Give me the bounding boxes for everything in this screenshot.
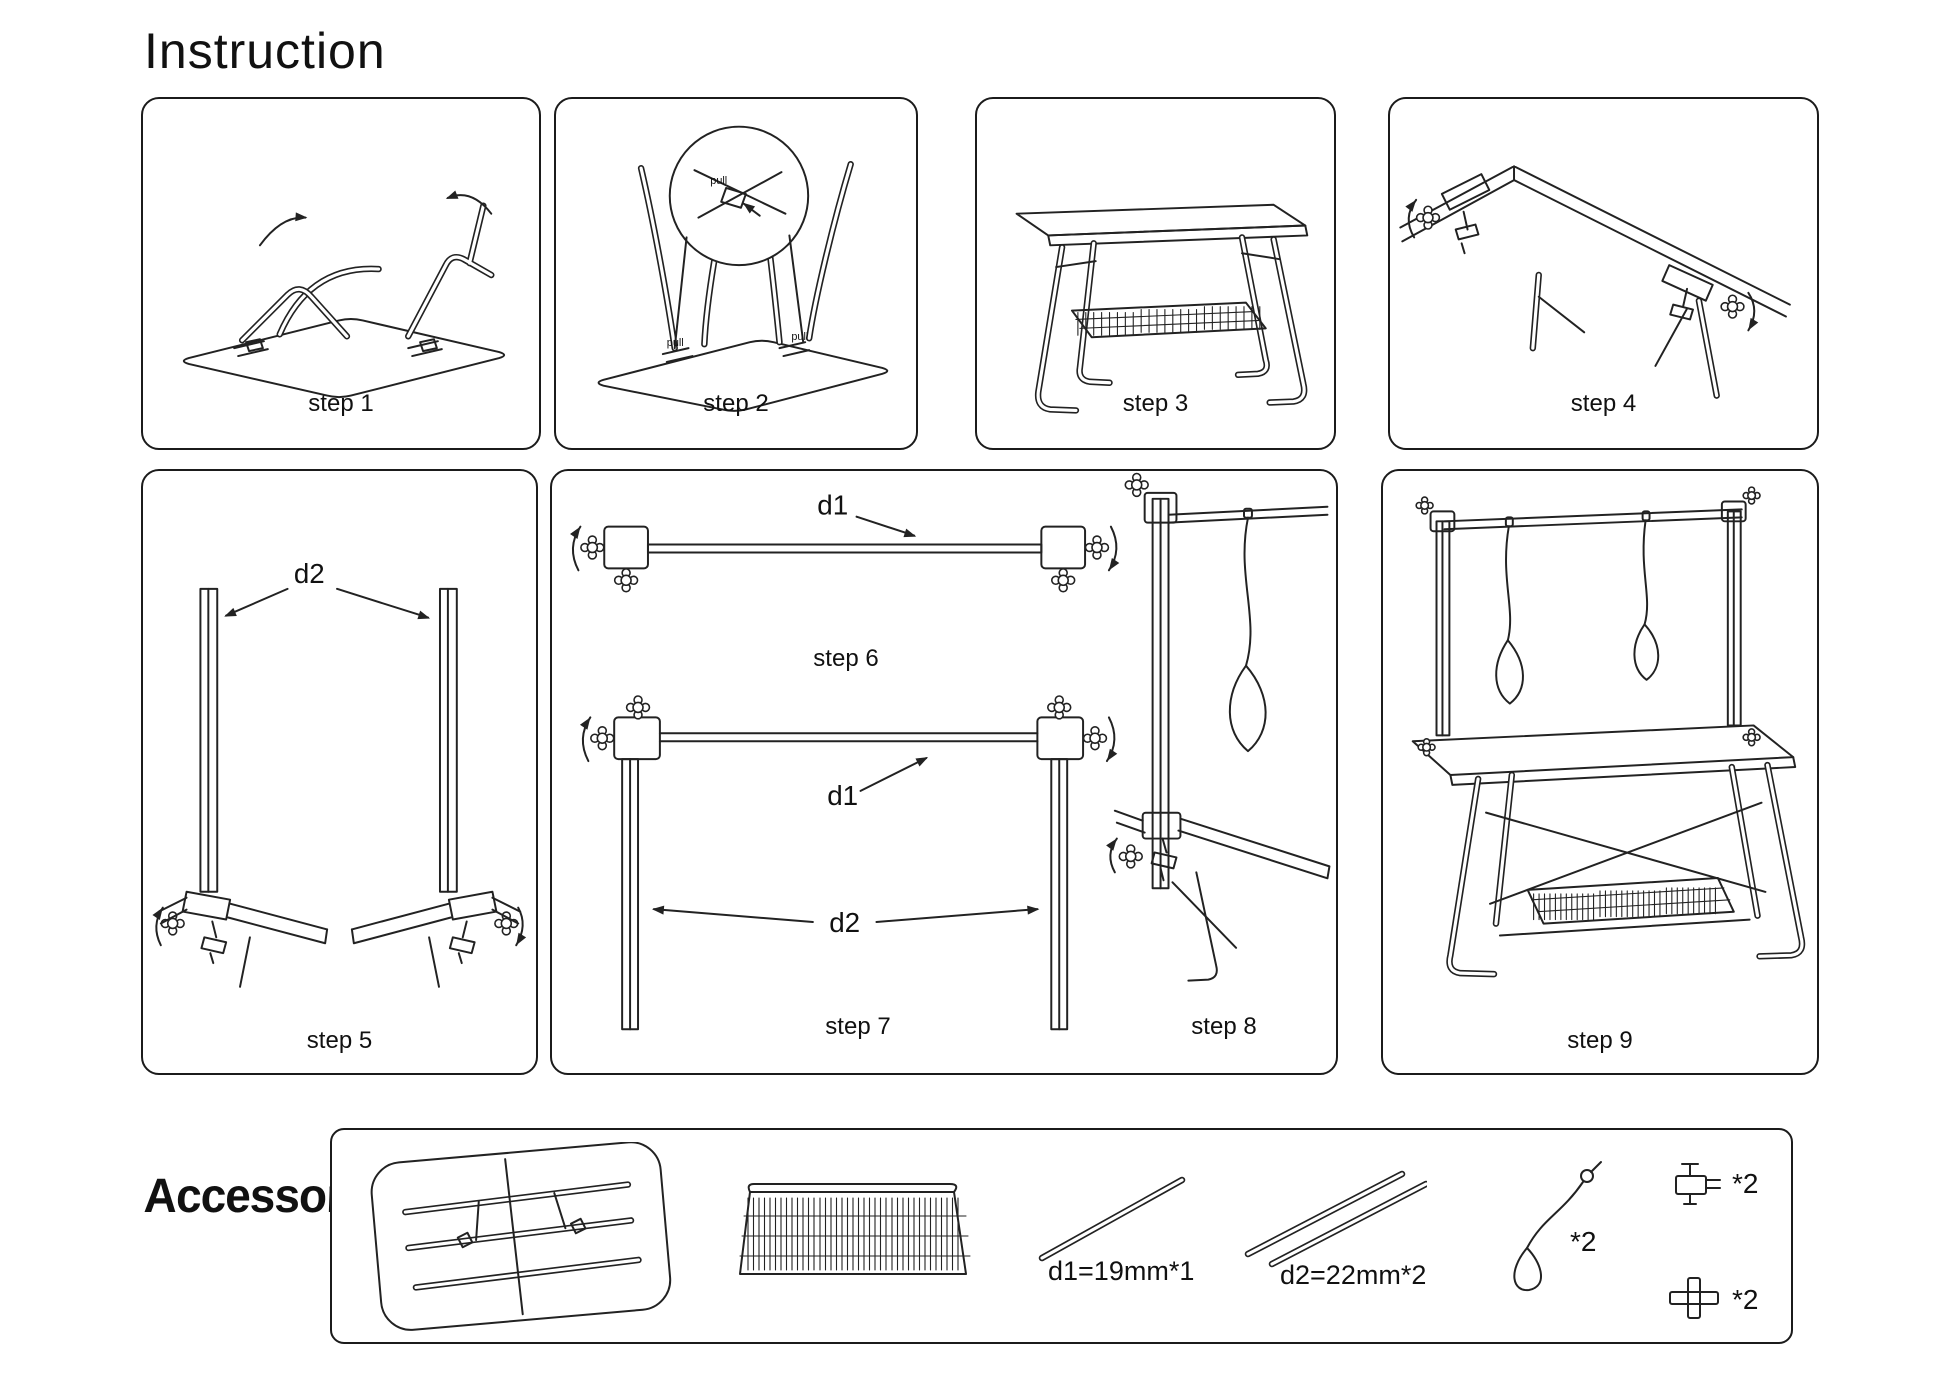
step-9-panel: step 9 — [1381, 469, 1819, 1075]
rod-d2-illustration — [1232, 1154, 1427, 1279]
wire-basket — [1526, 877, 1735, 925]
steps-6-7-8-illustration: d1 d1 d2 — [570, 472, 1331, 1031]
step-2-illustration: pull pull pull — [597, 125, 889, 412]
leash — [1633, 510, 1660, 681]
leash — [1495, 516, 1524, 705]
step-9-label: step 9 — [1567, 1027, 1633, 1054]
d2-label: d2 — [294, 558, 325, 589]
step-6-label: step 6 — [813, 645, 879, 672]
pull-label: pull — [667, 337, 684, 349]
rod-d1-illustration — [1024, 1158, 1199, 1278]
step-4-panel: step 4 — [1388, 97, 1819, 450]
leash-illustration — [1457, 1156, 1607, 1301]
step-4-label: step 4 — [1570, 390, 1637, 417]
step-1-label: step 1 — [308, 390, 374, 417]
d1-label: d1 — [817, 490, 848, 521]
corner-clamp-illustration — [1660, 1154, 1732, 1216]
wire-shelf — [1070, 301, 1267, 339]
step-2-label: step 2 — [703, 390, 769, 417]
tube-connector-illustration — [1664, 1270, 1726, 1326]
d1-label: d1 — [827, 780, 858, 811]
step-2-panel: pull pull pull step 2 — [554, 97, 918, 450]
leash-qty: *2 — [1570, 1226, 1597, 1257]
page-title: Instruction — [144, 23, 386, 79]
step-1-panel: step 1 — [141, 97, 541, 450]
pull-label: pull — [710, 175, 727, 187]
step-5-panel: d2 step 5 — [141, 469, 538, 1075]
step-3-label: step 3 — [1122, 390, 1189, 417]
step-9-illustration — [1411, 486, 1806, 978]
corner-clamp-qty: *2 — [1732, 1168, 1759, 1199]
d2-label: d2 — [829, 907, 860, 938]
accessories-panel: d1=19mm*1 d2=22mm*2 *2 — [330, 1128, 1793, 1344]
step-3-panel: step 3 — [975, 97, 1336, 450]
step-4-illustration — [1399, 165, 1791, 399]
step-3-illustration — [1015, 203, 1309, 414]
rod-d2-label: d2=22mm*2 — [1280, 1260, 1427, 1290]
step-7-label: step 7 — [825, 1013, 891, 1040]
step-5-illustration: d2 — [152, 558, 527, 988]
leash — [1228, 507, 1267, 753]
step-1-illustration — [182, 190, 506, 399]
wire-basket-illustration — [732, 1158, 972, 1298]
folded-table-illustration — [362, 1142, 682, 1332]
tube-connector-qty: *2 — [1732, 1284, 1759, 1315]
steps-6-7-8-panel: d1 d1 d2 — [550, 469, 1338, 1075]
pull-label: pull — [791, 331, 808, 343]
rod-d1-label: d1=19mm*1 — [1048, 1256, 1195, 1286]
step-5-label: step 5 — [306, 1027, 373, 1054]
step-8-label: step 8 — [1191, 1013, 1257, 1040]
